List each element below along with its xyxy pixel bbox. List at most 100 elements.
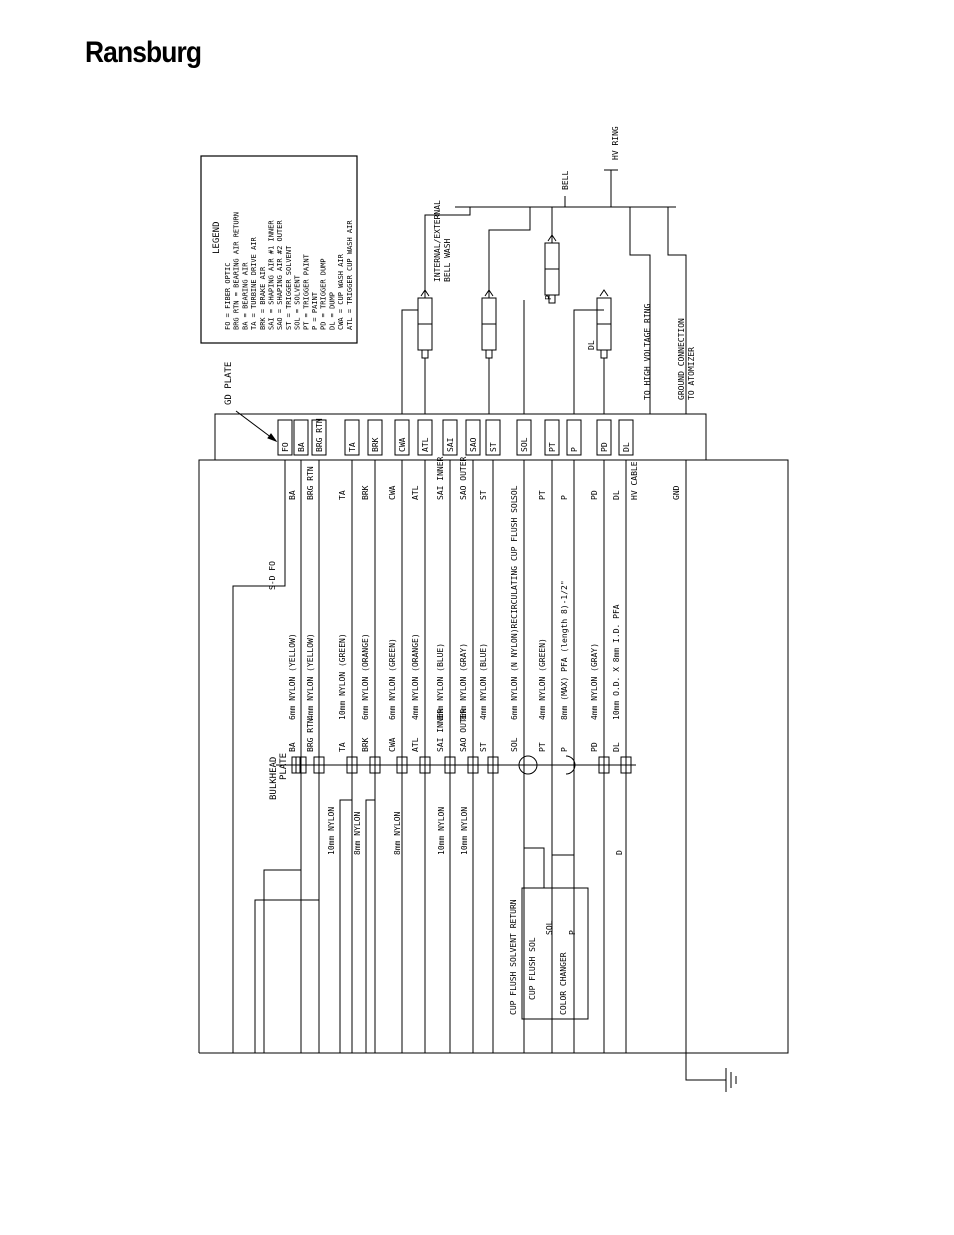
line-label: BA [288, 490, 297, 500]
legend-item: CWA = CUP WASH AIR [337, 253, 345, 330]
line-label: GND [672, 485, 681, 500]
bulkhead-label: BA [288, 742, 297, 752]
port-label: PD [600, 442, 609, 452]
valve-stem [600, 349, 608, 359]
tube-spec-label: 10mm O.D. X 8mm I.D. PFA [612, 604, 621, 720]
gd-plate [214, 413, 707, 461]
tube-spec-label: 8mm NYLON (GRAY) [459, 643, 468, 720]
bulkhead-label: DL [612, 742, 621, 752]
tube-spec-label: 6mm NYLON (ORANGE) [361, 633, 370, 720]
line-label: TA [338, 490, 347, 500]
color-changer-line [551, 780, 575, 888]
top-label: GROUND CONNECTION [677, 318, 686, 400]
housing-outline [198, 459, 789, 1054]
brg-run [254, 770, 320, 1053]
bulkhead-label: TA [338, 742, 347, 752]
top-label: INTERNAL/EXTERNAL [433, 200, 442, 282]
port-box [442, 419, 458, 456]
line-label: SAI INNER [436, 456, 445, 500]
line-label: SAO OUTER [459, 456, 468, 500]
top-label: TO HIGH VOLTAGE RING [643, 303, 652, 400]
port-label: P [570, 447, 579, 452]
line-label: ST [479, 490, 488, 500]
tube-spec-label: 4mm NYLON (YELLOW) [306, 633, 315, 720]
ground-lead [685, 460, 726, 1081]
tube-spec-label: 4mm NYLON (GRAY) [590, 643, 599, 720]
lower-spec-label: 10mm NYLON [327, 807, 336, 855]
port-label: SAO [469, 437, 478, 452]
bulkhead-fitting [295, 756, 307, 774]
legend-box [200, 155, 358, 344]
line-label: PT [538, 490, 547, 500]
bulkhead-title: BULKHEAD [269, 757, 279, 800]
line-label: ATL [411, 485, 420, 500]
fiber-optic-run [232, 460, 286, 1053]
port-box [293, 419, 309, 456]
line-label: P [560, 495, 569, 500]
legend-item: DL = DUMP [328, 292, 336, 330]
tube-spec-label: 8mm (MAX) PFA (length 8)-1/2" [560, 580, 569, 720]
legend-item: ATL = TRIGGER CUP WASH AIR [346, 220, 354, 330]
bulkhead-label: CWA [388, 737, 397, 752]
bulkhead-label: P [560, 747, 569, 752]
bulkhead-fitting [620, 756, 632, 774]
bulkhead-fitting [346, 756, 358, 774]
color-changer-label: CUP FLUSH SOL [528, 937, 537, 1000]
port-box [344, 419, 360, 456]
legend-item: P = PAINT [311, 291, 319, 330]
port-box [566, 419, 582, 456]
port-label: SOL [520, 437, 529, 452]
legend-item: SAI = SHAPING AIR #1 INNER [268, 220, 276, 330]
tube-spec-label: 10mm NYLON (GREEN) [338, 633, 347, 720]
bulkhead-fitting [313, 756, 325, 774]
lower-spec-label: D [615, 850, 624, 855]
bulkhead-title: PLATE [279, 753, 289, 780]
port-box [516, 419, 532, 456]
line-label: BRK [361, 485, 370, 500]
port-box [596, 419, 612, 456]
bulkhead-fitting [369, 756, 381, 774]
bulkhead-label: PT [538, 742, 547, 752]
color-changer-box [521, 887, 589, 1020]
line-label: S-D FO [268, 561, 277, 590]
gd-plate-label: GD PLATE [224, 362, 234, 405]
bell-feed-line [488, 207, 531, 298]
bulkhead-fitting [419, 756, 431, 774]
port-box [544, 419, 560, 456]
bulkhead-label: ATL [411, 737, 420, 752]
color-changer-title: COLOR CHANGER [559, 952, 568, 1015]
legend-item: ST = TRIGGER SOLVENT [285, 245, 293, 330]
port-label: ST [489, 442, 498, 452]
color-changer-label: SOL [545, 920, 554, 935]
line-label: HV CABLE [630, 461, 639, 500]
tube-spec-label: 8mm NYLON (BLUE) [436, 643, 445, 720]
legend-item: PD = TRIGGER DUMP [320, 258, 328, 330]
port-label: PT [548, 442, 557, 452]
legend-item: BRK = BRAKE AIR [259, 266, 267, 330]
tube-spec-label: 6mm NYLON (GREEN) [388, 638, 397, 720]
bulkhead-crossover [565, 755, 576, 775]
legend-item: BA = BEARING AIR [241, 262, 249, 330]
tube-spec-label: 4mm NYLON (ORANGE) [411, 633, 420, 720]
valve-spring [599, 289, 609, 297]
bulkhead-label: SAI INNER [436, 708, 445, 752]
valve-spring [420, 289, 430, 297]
port-box [277, 419, 293, 456]
valve-stem [548, 294, 556, 304]
legend-item: PT = TRIGGER PAINT [302, 253, 310, 330]
line-label: SOL [510, 485, 519, 500]
tube-spec-label: 4mm NYLON (GREEN) [538, 638, 547, 720]
legend-item: SAO = SHAPING AIR #2 OUTER [276, 220, 284, 330]
line-label: BRG RTN [306, 466, 315, 500]
port-label: CWA [398, 437, 407, 452]
port-label: DL [622, 442, 631, 452]
port-box [311, 419, 327, 456]
port-box [367, 419, 383, 456]
ground-line [667, 207, 687, 414]
bulkhead-label: SAO OUTER [459, 708, 468, 752]
port-label: TA [348, 442, 357, 452]
gd-plate-arrow [267, 433, 278, 443]
legend-item: TA = TURBINE DRIVE AIR [250, 236, 258, 330]
bulkhead-label: SOL [510, 737, 519, 752]
